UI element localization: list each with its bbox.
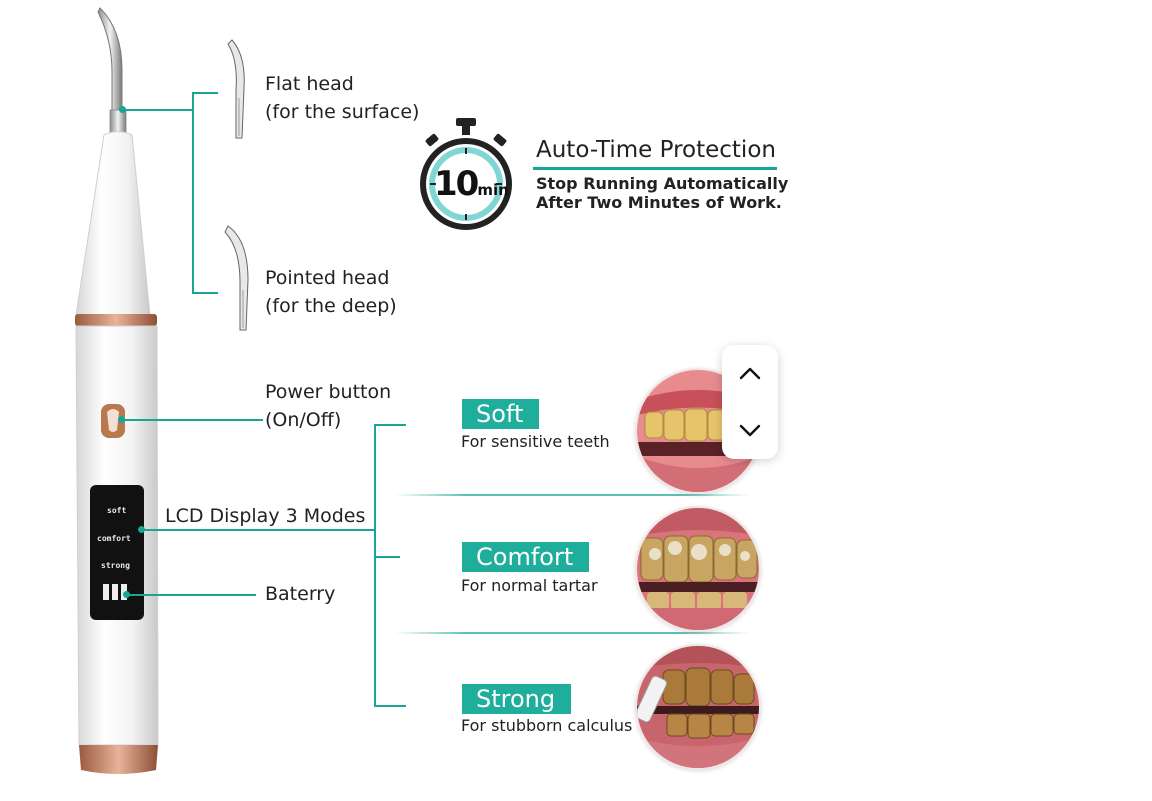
mode-badge-strong: Strong [462,684,572,714]
chevron-up-icon [739,367,761,380]
modes-bracket-top [374,424,406,426]
flat-head-subtitle: (for the surface) [265,101,420,123]
dental-scaler-device [75,7,159,774]
head-bracket-bottom [192,292,218,294]
battery-callout-line [128,594,256,596]
pointed-head-icon [224,225,249,331]
power-button-subtitle: (On/Off) [265,409,342,431]
head-bracket-top [192,92,218,94]
timer-badge: 10min [434,164,509,204]
head-bracket-vertical [192,92,194,294]
tooth-photo-strong [635,644,761,770]
lcd-callout-dot [138,526,145,533]
scroll-down-button[interactable] [722,403,778,459]
power-button-title: Power button [265,381,392,403]
pointed-head-label: Pointed head (for the deep) [265,264,397,320]
mode-desc-strong: For stubborn calculus [461,716,633,735]
battery-callout-dot [123,591,130,598]
tooth-photo-comfort [635,506,761,632]
mode-desc-comfort: For normal tartar [461,576,598,595]
timer-badge-number: 10 [434,164,479,204]
tip-callout-dot [119,106,126,113]
battery-label: Baterry [265,583,336,605]
modes-bracket-middle [374,556,400,558]
timer-line-2: After Two Minutes of Work. [536,193,782,212]
power-callout-dot [118,416,125,423]
lcd-mode-strong: strong [101,561,130,570]
modes-bracket-vertical [374,424,376,707]
tip-callout-line [124,109,194,111]
pointed-head-title: Pointed head [265,267,390,289]
chevron-down-icon [739,424,761,437]
mode-badge-comfort: Comfort [462,542,590,572]
lcd-mode-comfort: comfort [97,534,131,543]
stopwatch-icon [420,118,512,230]
modes-bracket-bottom [374,705,406,707]
image-nav-card [722,345,778,459]
mode-separator-2 [395,632,750,634]
timer-title-underline [533,167,777,170]
flat-head-title: Flat head [265,73,354,95]
mode-badge-soft: Soft [462,399,540,429]
timer-line-1: Stop Running Automatically [536,174,789,193]
power-button-label: Power button (On/Off) [265,378,391,434]
scroll-up-button[interactable] [722,345,778,401]
mode-desc-soft: For sensitive teeth [461,432,610,451]
mode-separator-1 [395,494,750,496]
flat-head-label: Flat head (for the surface) [265,70,419,126]
pointed-head-subtitle: (for the deep) [265,295,397,317]
power-callout-line [123,419,263,421]
lcd-display-label: LCD Display 3 Modes [165,505,366,527]
flat-head-icon [227,39,245,139]
lcd-callout-line [143,529,376,531]
timer-badge-unit: min [477,181,509,199]
lcd-mode-soft: soft [107,506,127,515]
timer-title: Auto-Time Protection [536,137,776,163]
